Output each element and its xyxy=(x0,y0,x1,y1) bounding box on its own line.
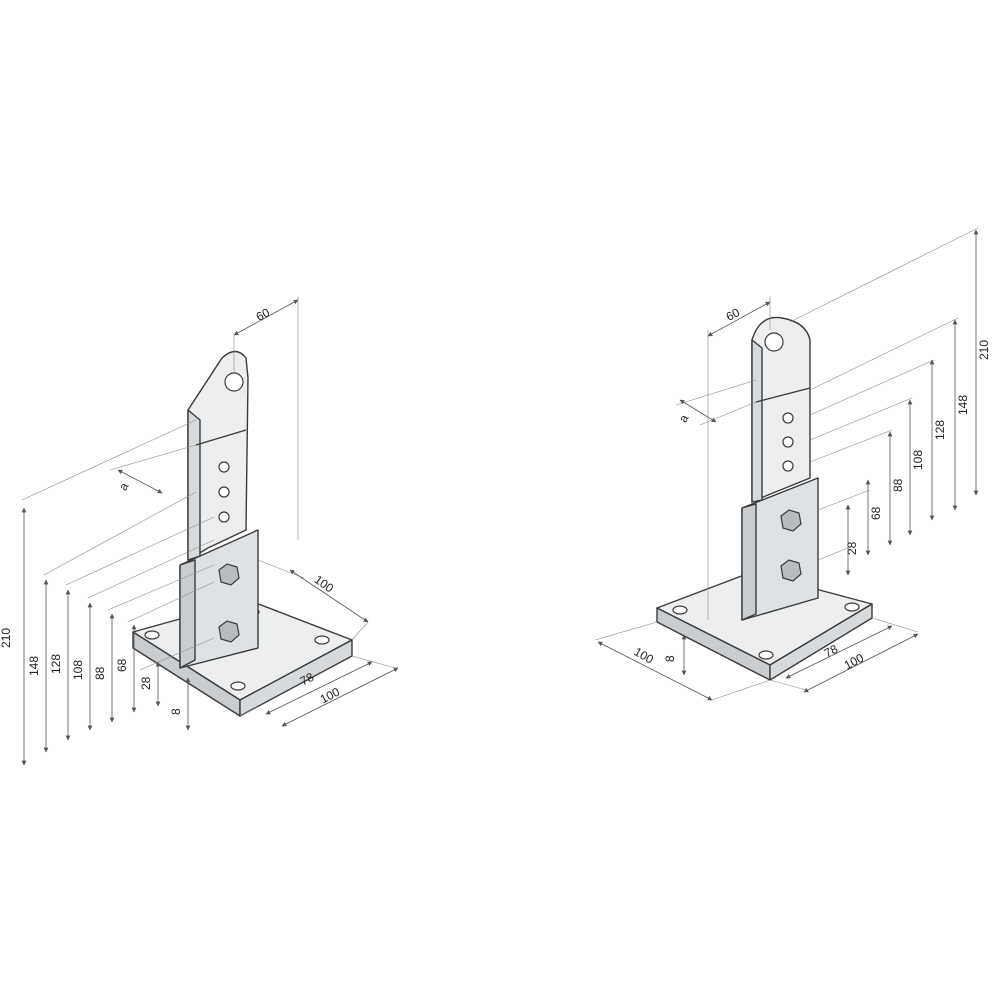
svg-text:148: 148 xyxy=(27,656,41,676)
left-dim-width-top: 60 xyxy=(233,296,299,540)
svg-text:8: 8 xyxy=(663,655,677,662)
svg-text:128: 128 xyxy=(49,654,63,674)
left-bracket-view: 60 a 210 148 128 108 88 xyxy=(0,296,399,766)
right-dim-plate-thickness: 8 xyxy=(663,634,687,676)
right-dim-hole-pitch: a xyxy=(675,379,757,426)
svg-text:88: 88 xyxy=(891,478,905,492)
left-upper-tongue xyxy=(187,350,249,561)
base-hole-3 xyxy=(758,650,774,660)
right-dim-width-top: 60 xyxy=(707,296,771,620)
hex-bolt-icon xyxy=(218,563,240,586)
svg-text:100: 100 xyxy=(312,572,337,595)
svg-text:88: 88 xyxy=(93,666,107,680)
right-upper-tongue xyxy=(751,316,811,503)
svg-text:60: 60 xyxy=(254,305,273,324)
hex-bolt-icon xyxy=(780,559,802,582)
svg-text:a: a xyxy=(116,480,132,493)
svg-text:100: 100 xyxy=(632,644,657,666)
svg-text:210: 210 xyxy=(0,628,13,648)
hex-bolt-icon xyxy=(780,509,802,532)
base-hole-1 xyxy=(672,605,688,615)
hex-bolt-icon xyxy=(218,620,240,643)
left-dim-heights: 210 148 128 108 88 68 28 8 xyxy=(0,419,215,766)
left-dim-base-width: 78 100 xyxy=(239,655,399,727)
base-hole-2 xyxy=(314,635,330,645)
svg-text:28: 28 xyxy=(139,676,153,690)
svg-text:210: 210 xyxy=(977,340,991,360)
left-bolts xyxy=(218,563,240,643)
svg-text:68: 68 xyxy=(115,658,129,672)
svg-text:28: 28 xyxy=(845,541,859,555)
right-bracket-view: 60 a 28 68 88 108 128 xyxy=(594,227,991,701)
right-dim-heights: 28 68 88 108 128 148 210 xyxy=(789,227,991,576)
svg-text:108: 108 xyxy=(911,450,925,470)
base-hole-3 xyxy=(230,681,246,691)
svg-text:128: 128 xyxy=(933,420,947,440)
base-hole-1 xyxy=(144,630,160,640)
top-hole-icon xyxy=(764,332,784,352)
svg-text:100: 100 xyxy=(842,650,867,672)
svg-text:8: 8 xyxy=(169,708,183,715)
svg-text:100: 100 xyxy=(318,684,343,706)
base-hole-2 xyxy=(844,602,860,612)
svg-text:a: a xyxy=(676,412,692,425)
left-dim-hole-pitch: a xyxy=(109,444,197,494)
svg-text:68: 68 xyxy=(869,506,883,520)
svg-text:108: 108 xyxy=(71,660,85,680)
top-hole-icon xyxy=(224,372,244,392)
right-bolts xyxy=(780,509,802,582)
svg-text:148: 148 xyxy=(956,395,970,415)
svg-text:60: 60 xyxy=(724,305,743,324)
